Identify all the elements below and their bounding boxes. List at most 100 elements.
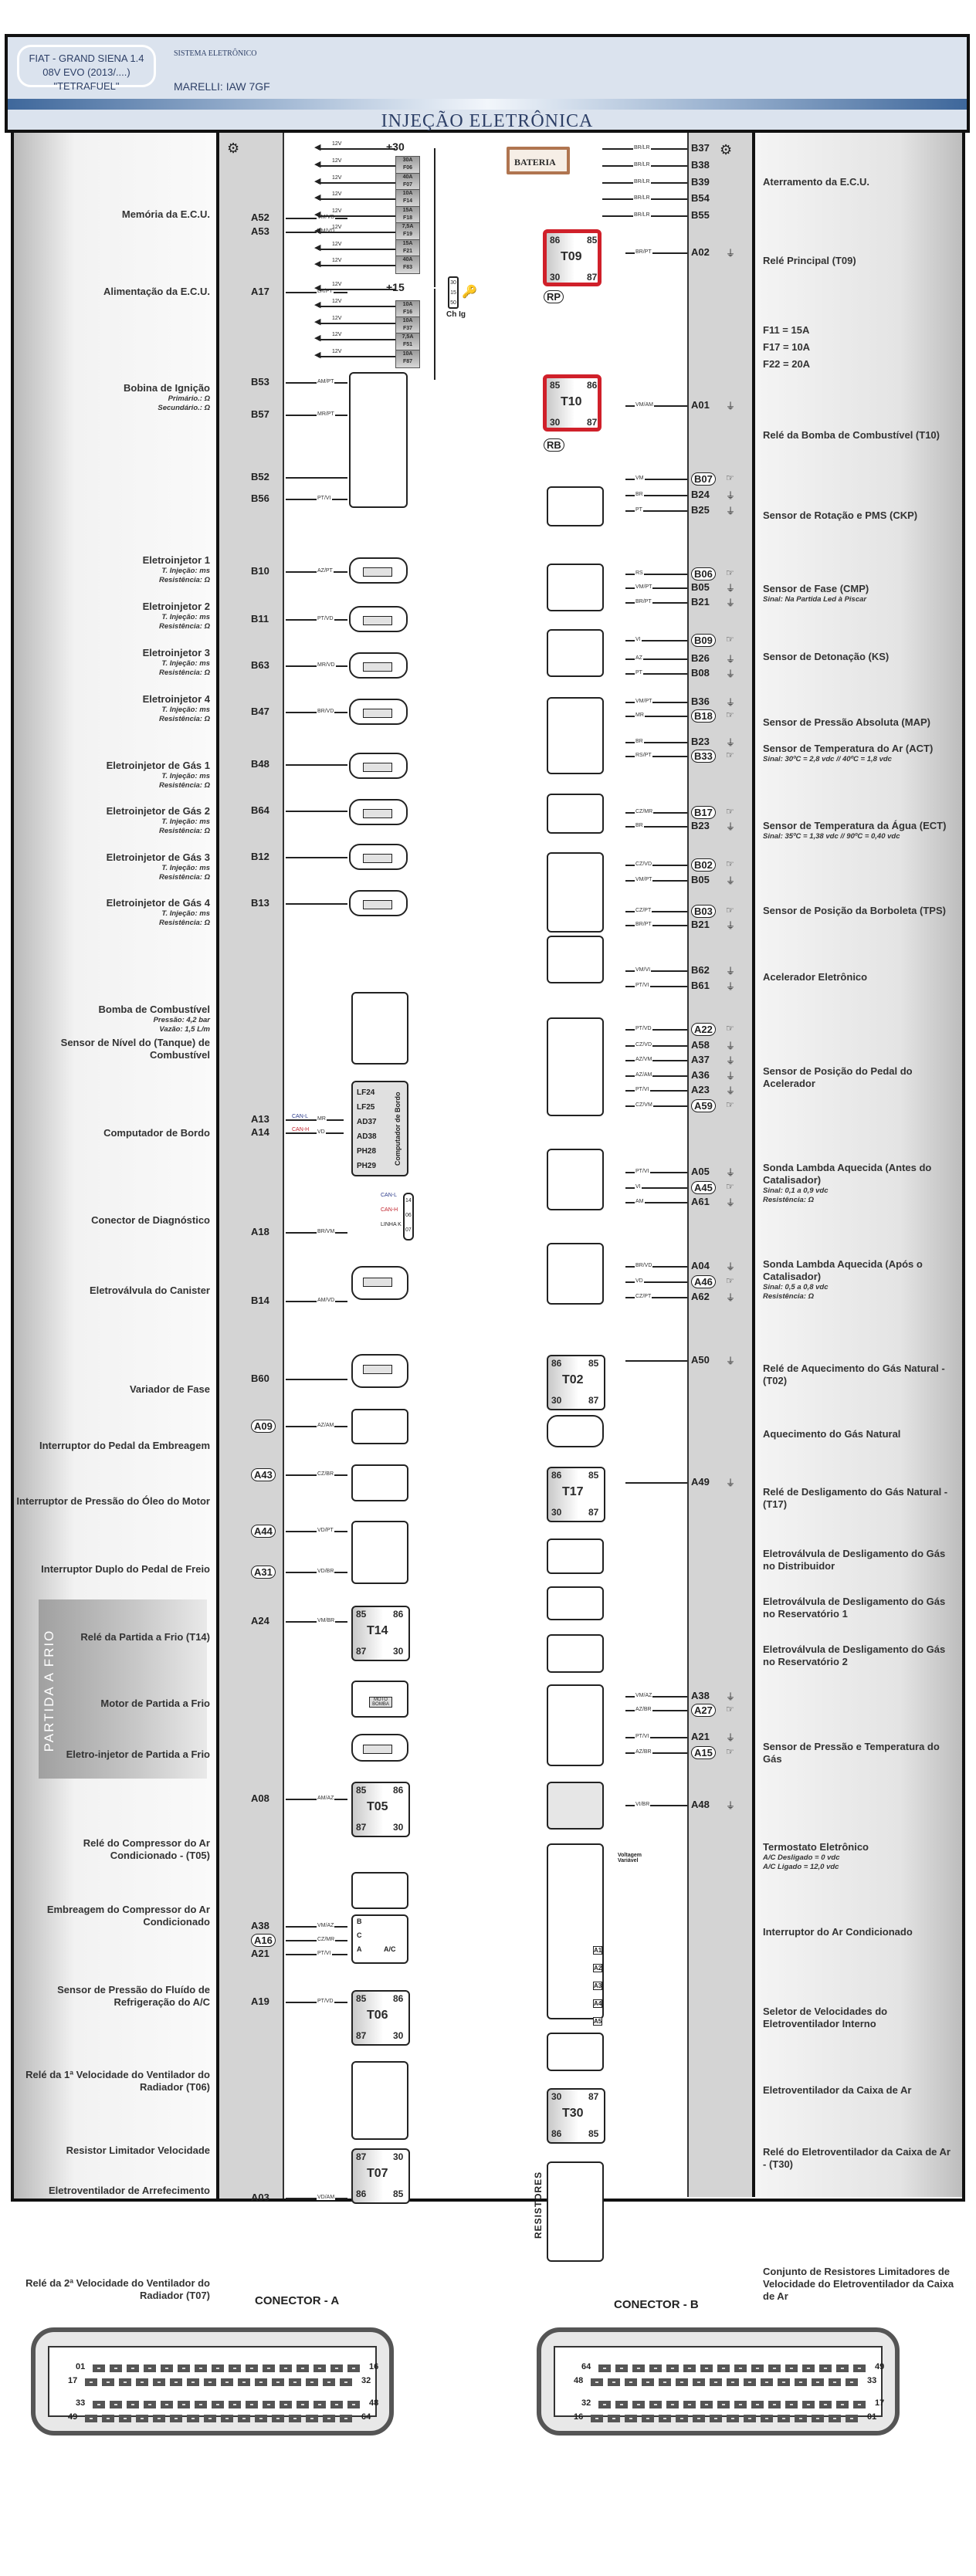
ecu-pin-b05[interactable]: B05 — [691, 874, 710, 885]
connector-pin — [85, 2378, 97, 2386]
ecu-pin-a53[interactable]: A53 — [251, 225, 269, 237]
ecu-pin-a59[interactable]: A59 — [691, 1099, 716, 1112]
ecu-pin-a24[interactable]: A24 — [251, 1615, 269, 1627]
ecu-pin-a01[interactable]: A01 — [691, 399, 710, 411]
ecu-pin-b14[interactable]: B14 — [251, 1295, 269, 1306]
ecu-pin-a22[interactable]: A22 — [691, 1023, 716, 1036]
ecu-pin-b54[interactable]: B54 — [691, 192, 710, 204]
ecu-pin-b38[interactable]: B38 — [691, 159, 710, 171]
ecu-pin-a48[interactable]: A48 — [691, 1799, 710, 1810]
ecu-pin-b07[interactable]: B07 — [691, 472, 716, 486]
ecu-pin-b13[interactable]: B13 — [251, 897, 269, 909]
ecu-pin-b24[interactable]: B24 — [691, 489, 710, 500]
ecu-pin-a05[interactable]: A05 — [691, 1166, 710, 1177]
ecu-pin-a09[interactable]: A09 — [251, 1420, 276, 1433]
ecu-pin-b23[interactable]: B23 — [691, 820, 710, 831]
ecu-pin-b36[interactable]: B36 — [691, 696, 710, 707]
ecu-pin-a14[interactable]: A14 — [251, 1126, 269, 1138]
ecu-pin-b25[interactable]: B25 — [691, 504, 710, 516]
component-name: Eletroinjetor de Gás 1 — [106, 760, 210, 771]
pin-number-start: 16 — [574, 2412, 584, 2422]
ecu-pin-a21[interactable]: A21 — [251, 1948, 269, 1959]
component-name: Aquecimento do Gás Natural — [763, 1428, 901, 1440]
connector-pin — [280, 2364, 292, 2372]
ecu-pin-a23[interactable]: A23 — [691, 1084, 710, 1095]
ecu-pin-a44[interactable]: A44 — [251, 1525, 276, 1538]
ecu-pin-b62[interactable]: B62 — [691, 964, 710, 976]
ecu-pin-a46[interactable]: A46 — [691, 1275, 716, 1288]
ecu-pin-a18[interactable]: A18 — [251, 1226, 269, 1237]
ecu-pin-b60[interactable]: B60 — [251, 1373, 269, 1384]
ecu-pin-b08[interactable]: B08 — [691, 667, 710, 679]
ecu-pin-b26[interactable]: B26 — [691, 652, 710, 664]
connector-pin — [153, 2378, 165, 2386]
ecu-pin-b09[interactable]: B09 — [691, 634, 716, 647]
ecu-pin-b17[interactable]: B17 — [691, 806, 716, 819]
ecu-pin-b47[interactable]: B47 — [251, 706, 269, 717]
ecu-pin-b39[interactable]: B39 — [691, 176, 710, 188]
ecu-pin-a04[interactable]: A04 — [691, 1260, 710, 1271]
ecu-pin-a15[interactable]: A15 — [691, 1746, 716, 1759]
ecu-pin-a38[interactable]: A38 — [691, 1690, 710, 1701]
ecu-pin-b21[interactable]: B21 — [691, 919, 710, 930]
ecu-pin-b18[interactable]: B18 — [691, 709, 716, 723]
ecu-pin-b21[interactable]: B21 — [691, 596, 710, 608]
component-spec: Resistência: Ω — [158, 576, 210, 584]
ecu-pin-b06[interactable]: B06 — [691, 567, 716, 581]
ecu-pin-b64[interactable]: B64 — [251, 804, 269, 816]
ecu-pin-a43[interactable]: A43 — [251, 1468, 276, 1481]
ecu-pin-a21[interactable]: A21 — [691, 1731, 710, 1742]
ecu-pin-b11[interactable]: B11 — [251, 613, 269, 625]
ecu-pin-a16[interactable]: A16 — [251, 1934, 276, 1947]
connector-pin — [812, 2378, 824, 2386]
ecu-pin-b61[interactable]: B61 — [691, 980, 710, 991]
ecu-pin-a27[interactable]: A27 — [691, 1704, 716, 1717]
ecu-pin-a17[interactable]: A17 — [251, 286, 269, 297]
ecu-pin-b02[interactable]: B02 — [691, 858, 716, 872]
ecu-pin-b12[interactable]: B12 — [251, 851, 269, 862]
ecu-pin-b55[interactable]: B55 — [691, 209, 710, 221]
ecu-pin-b05[interactable]: B05 — [691, 581, 710, 593]
connector-pin-row — [93, 2364, 360, 2372]
ecu-pin-a49[interactable]: A49 — [691, 1476, 710, 1488]
connector-pin — [734, 2364, 747, 2372]
wire-color-label: VM/AM — [635, 402, 654, 408]
pin-number-end: 01 — [867, 2412, 877, 2422]
ecu-pin-a02[interactable]: A02 — [691, 246, 710, 258]
ecu-pin-a13[interactable]: A13 — [251, 1113, 269, 1125]
ecu-pin-b57[interactable]: B57 — [251, 408, 269, 420]
wire-color-label: VM/PT — [635, 699, 653, 704]
ecu-pin-a08[interactable]: A08 — [251, 1792, 269, 1804]
ecu-pin-b33[interactable]: B33 — [691, 750, 716, 763]
left-component-label: Relé da 1ª Velocidade do Ventilador do R… — [14, 2069, 210, 2094]
ecu-pin-a36[interactable]: A36 — [691, 1069, 710, 1081]
connector-pin — [178, 2401, 190, 2408]
ecu-pin-a58[interactable]: A58 — [691, 1039, 710, 1051]
ecu-pin-b23[interactable]: B23 — [691, 736, 710, 747]
ecu-pin-a38[interactable]: A38 — [251, 1920, 269, 1931]
wire-color-label: PT/VI — [635, 1734, 650, 1739]
ecu-pin-a31[interactable]: A31 — [251, 1566, 276, 1579]
ecu-pin-b53[interactable]: B53 — [251, 376, 269, 388]
ecu-pin-b56[interactable]: B56 — [251, 493, 269, 504]
ecu-pin-a19[interactable]: A19 — [251, 1995, 269, 2007]
ecu-pin-b10[interactable]: B10 — [251, 565, 269, 577]
ecu-pin-a62[interactable]: A62 — [691, 1291, 710, 1302]
ecu-pin-a52[interactable]: A52 — [251, 212, 269, 223]
cmp-sensor — [547, 564, 604, 611]
ecu-pin-a03[interactable]: A03 — [251, 2192, 269, 2203]
ecu-pin-a50[interactable]: A50 — [691, 1354, 710, 1366]
ecu-pin-b52[interactable]: B52 — [251, 471, 269, 482]
ecu-pin-a61[interactable]: A61 — [691, 1196, 710, 1207]
ecu-pin-b48[interactable]: B48 — [251, 758, 269, 770]
ecu-pin-a45[interactable]: A45 — [691, 1181, 716, 1194]
ecu-pin-b03[interactable]: B03 — [691, 905, 716, 918]
ecu-pin-b37[interactable]: B37 — [691, 142, 710, 154]
ecu-pin-b63[interactable]: B63 — [251, 659, 269, 671]
ecu-pin-a37[interactable]: A37 — [691, 1054, 710, 1065]
wire — [625, 925, 687, 926]
connector-pin — [778, 2415, 790, 2422]
